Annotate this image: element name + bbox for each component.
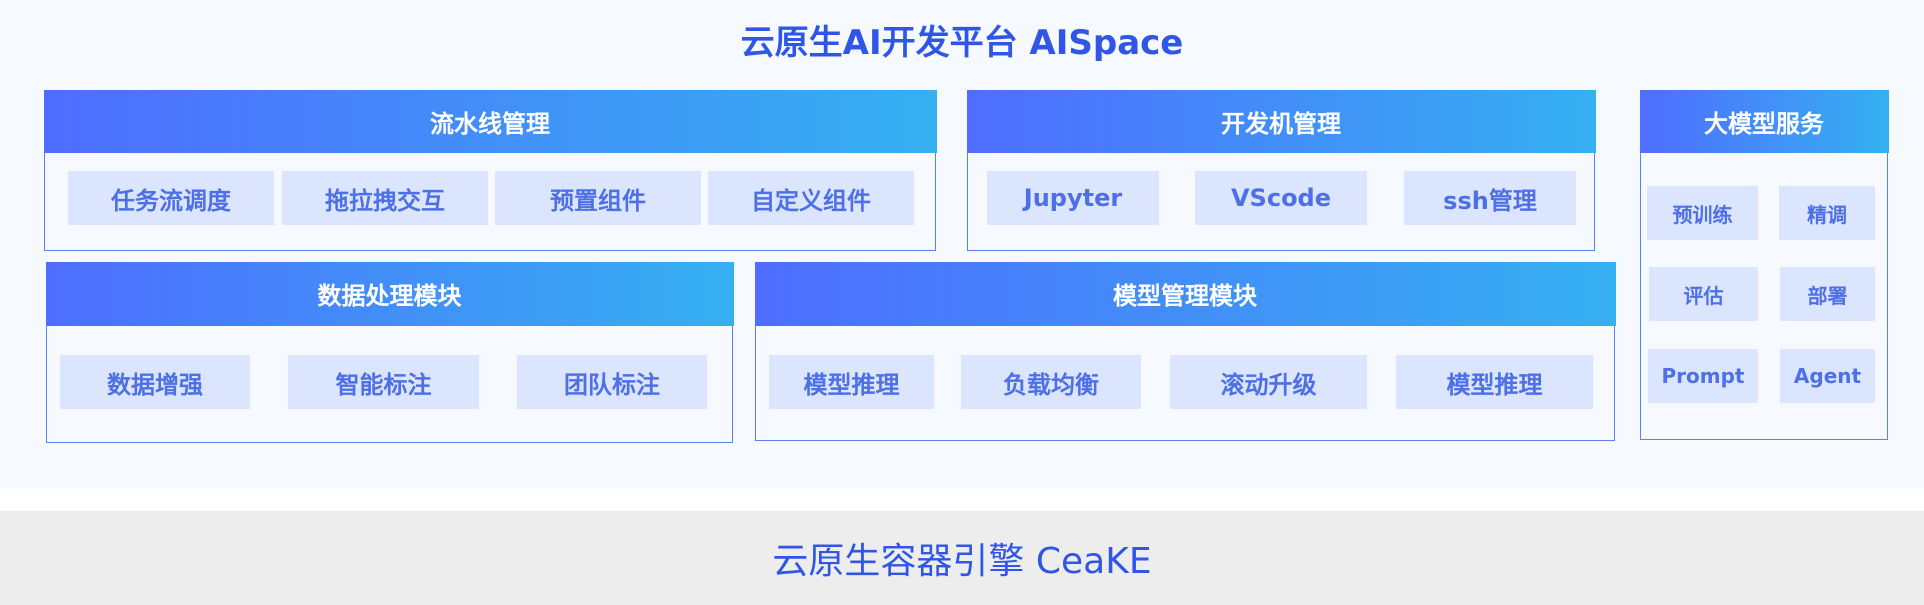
pipeline-header: 流水线管理	[43, 89, 937, 153]
data-panel: 数据处理模块 数据增强 智能标注 团队标注	[45, 261, 734, 443]
chip-deployment[interactable]: 部署	[1780, 267, 1875, 321]
platform-title: 云原生AI开发平台 AISpace	[740, 23, 1184, 63]
chip-ssh[interactable]: ssh管理	[1404, 171, 1576, 225]
chip-rolling-upgrade[interactable]: 滚动升级	[1170, 355, 1367, 409]
chip-model-inference[interactable]: 模型推理	[769, 355, 934, 409]
chip-finetuning[interactable]: 精调	[1779, 186, 1875, 240]
container-engine-label: 云原生容器引擎 CeaKE	[772, 541, 1152, 582]
chip-agent[interactable]: Agent	[1780, 349, 1875, 403]
pipeline-panel: 流水线管理 任务流调度 拖拉拽交互 预置组件 自定义组件	[43, 89, 937, 251]
chip-model-inference-2[interactable]: 模型推理	[1396, 355, 1593, 409]
llm-panel: 大模型服务 预训练 精调 评估 部署 Prompt Agent	[1639, 89, 1889, 440]
chip-jupyter[interactable]: Jupyter	[987, 171, 1159, 225]
devbox-panel: 开发机管理 Jupyter VScode ssh管理	[966, 89, 1596, 251]
chip-evaluation[interactable]: 评估	[1649, 267, 1758, 321]
model-panel: 模型管理模块 模型推理 负载均衡 滚动升级 模型推理	[754, 261, 1616, 441]
chip-pretraining[interactable]: 预训练	[1647, 186, 1758, 240]
chip-prompt[interactable]: Prompt	[1648, 349, 1758, 403]
chip-task-scheduling[interactable]: 任务流调度	[68, 171, 274, 225]
chip-data-augmentation[interactable]: 数据增强	[60, 355, 250, 409]
chip-smart-labeling[interactable]: 智能标注	[288, 355, 479, 409]
chip-vscode[interactable]: VScode	[1195, 171, 1367, 225]
chip-drag-drop[interactable]: 拖拉拽交互	[282, 171, 488, 225]
devbox-header: 开发机管理	[966, 89, 1596, 153]
chip-load-balancing[interactable]: 负载均衡	[961, 355, 1141, 409]
data-header: 数据处理模块	[45, 261, 734, 326]
llm-header: 大模型服务	[1639, 89, 1889, 153]
chip-preset-components[interactable]: 预置组件	[495, 171, 701, 225]
container-engine-band: 云原生容器引擎 CeaKE	[0, 511, 1924, 605]
model-header: 模型管理模块	[754, 261, 1616, 326]
chip-team-labeling[interactable]: 团队标注	[517, 355, 707, 409]
chip-custom-components[interactable]: 自定义组件	[708, 171, 914, 225]
